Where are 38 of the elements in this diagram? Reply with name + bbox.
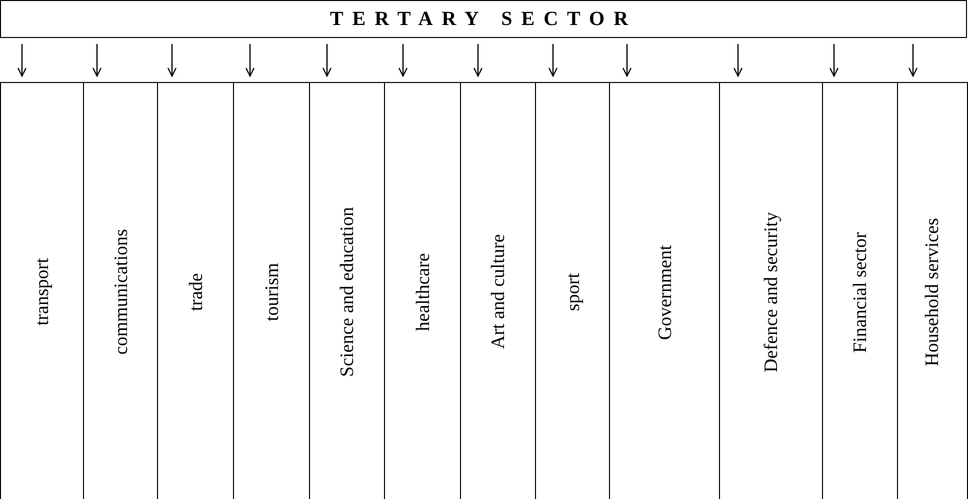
arrow — [92, 44, 102, 77]
arrow — [245, 44, 255, 77]
arrow — [322, 44, 332, 77]
arrow — [548, 44, 558, 77]
arrow — [398, 44, 408, 77]
arrow — [167, 44, 177, 77]
column-box — [609, 82, 720, 499]
column-label: Art and culture — [489, 234, 508, 350]
column-label: communications — [112, 229, 130, 355]
column-label: Household services — [923, 218, 942, 366]
column-label: Defence and security — [762, 212, 781, 372]
column-box — [157, 82, 234, 499]
arrow — [622, 44, 632, 77]
column-box — [233, 82, 310, 499]
column-label: Government — [656, 244, 674, 340]
column-label: tourism — [262, 262, 282, 322]
column-label: Science and education — [338, 207, 357, 377]
arrow — [473, 44, 483, 77]
column-label: Financial sector — [851, 232, 870, 352]
column-box — [897, 82, 968, 499]
arrow — [733, 44, 743, 77]
column-box — [822, 82, 898, 499]
column-label: transport — [33, 258, 52, 326]
column-box — [719, 82, 823, 499]
column-label: sport — [564, 273, 582, 311]
arrow — [908, 44, 918, 77]
sector-header-box — [0, 0, 967, 38]
column-box — [460, 82, 536, 499]
column-box — [384, 82, 461, 499]
column-box — [535, 82, 610, 499]
column-box — [309, 82, 385, 499]
column-label: healthcare — [414, 252, 432, 332]
header-title: TERTARY SECTOR — [330, 7, 638, 32]
column-box — [83, 82, 158, 499]
column-label: trade — [186, 273, 206, 311]
arrow — [17, 44, 27, 77]
column-box — [0, 82, 84, 499]
arrow — [829, 44, 839, 77]
